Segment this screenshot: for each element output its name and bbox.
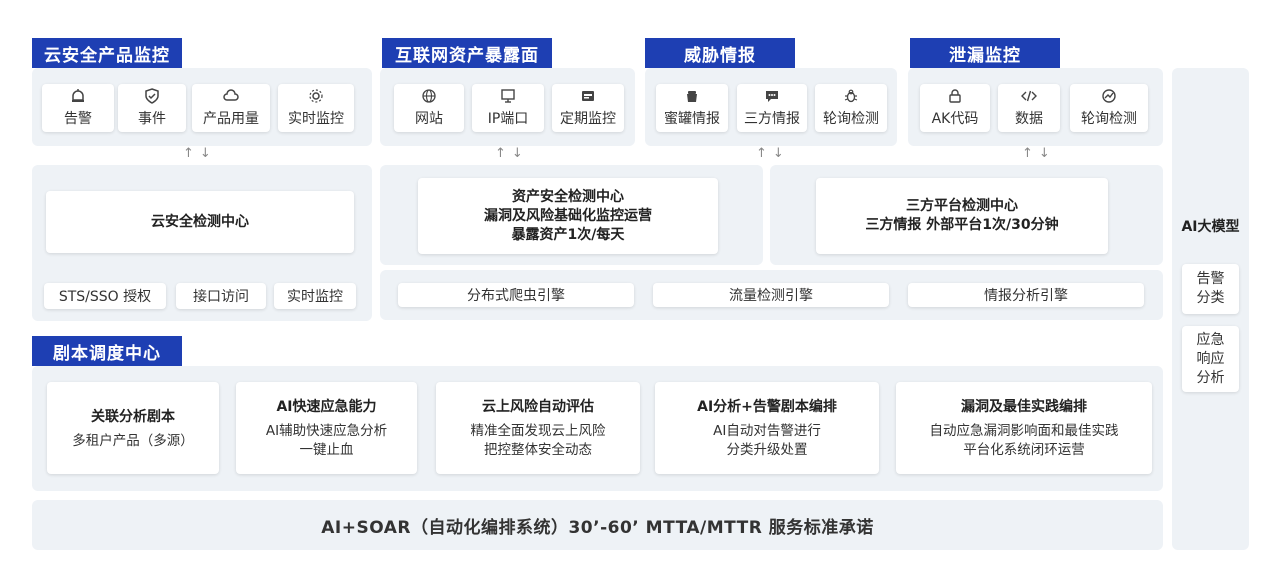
playbook-title-text: 云上风险自动评估 (482, 399, 594, 415)
playbook-title-text: 关联分析剧本 (91, 408, 175, 425)
arrows-cloud: ↑↓ (183, 146, 217, 161)
ai-item-line: 告警 (1196, 271, 1225, 287)
leak-monitor-title: 泄漏监控 (910, 38, 1060, 68)
card-label: 三方情报 (744, 111, 800, 127)
asset-center-line3: 暴露资产1次/每天 (511, 226, 625, 243)
card-third-intel[interactable]: 三方情报 (737, 84, 807, 132)
engine-intel[interactable]: 情报分析引擎 (908, 283, 1144, 307)
card-label: 轮询检测 (1081, 111, 1137, 127)
playbook-card[interactable]: AI分析+告警剧本编排 AI自动对告警进行 分类升级处置 (655, 382, 879, 474)
ai-item-line: 应急 (1196, 331, 1225, 348)
asset-center-line1: 资产安全检测中心 (512, 188, 624, 205)
playbook-title-text: AI快速应急能力 (276, 399, 377, 415)
asset-center-line2: 漏洞及风险基础化监控运营 (484, 207, 652, 224)
third-center-line2: 三方情报 外部平台1次/30分钟 (865, 217, 1059, 233)
cloud-icon (223, 88, 239, 104)
code-icon (1021, 88, 1037, 104)
alarm-icon (70, 88, 86, 104)
playbook-card[interactable]: 关联分析剧本 多租户产品（多源） (47, 382, 219, 474)
engine-crawler[interactable]: 分布式爬虫引擎 (398, 283, 634, 307)
monitor-gear-icon (308, 88, 324, 104)
bug-icon (843, 88, 859, 104)
ai-item-line: 响应 (1196, 350, 1225, 367)
playbook-desc: 分类升级处置 (726, 442, 808, 458)
card-label: 蜜罐情报 (664, 111, 720, 127)
asset-detect-center[interactable]: 资产安全检测中心 漏洞及风险基础化监控运营 暴露资产1次/每天 (418, 178, 718, 254)
playbook-desc: 精准全面发现云上风险 (470, 423, 606, 439)
card-data[interactable]: 数据 (998, 84, 1060, 132)
arrows-leak: ↑↓ (1022, 146, 1056, 161)
playbook-title-text: AI分析+告警剧本编排 (697, 399, 837, 415)
playbook-card[interactable]: AI快速应急能力 AI辅助快速应急分析 一键止血 (236, 382, 417, 474)
footer-banner: AI+SOAR（自动化编排系统）30’-60’ MTTA/MTTR 服务标准承诺 (32, 500, 1163, 550)
ai-emergency-analysis[interactable]: 应急 响应 分析 (1182, 326, 1239, 392)
card-website[interactable]: 网站 (394, 84, 464, 132)
sts-sso-auth[interactable]: STS/SSO 授权 (44, 283, 166, 309)
ai-item-line: 分析 (1196, 369, 1225, 386)
shield-check-icon (144, 88, 160, 104)
playbook-title-text: 漏洞及最佳实践编排 (961, 399, 1087, 415)
playbook-title: 剧本调度中心 (32, 336, 182, 366)
ai-alarm-classify[interactable]: 告警 分类 (1182, 264, 1239, 314)
card-label: IP端口 (487, 111, 529, 127)
playbook-desc: 平台化系统闭环运营 (963, 442, 1085, 458)
third-detect-center[interactable]: 三方平台检测中心 三方情报 外部平台1次/30分钟 (816, 178, 1108, 254)
ai-model-title: AI大模型 (1181, 219, 1240, 235)
card-label: 轮询检测 (823, 111, 879, 127)
card-realtime[interactable]: 实时监控 (278, 84, 354, 132)
threat-intel-title: 威胁情报 (645, 38, 795, 68)
lock-icon (947, 88, 963, 104)
card-polling-2[interactable]: 轮询检测 (1070, 84, 1148, 132)
card-honeypot[interactable]: 蜜罐情报 (656, 84, 728, 132)
ai-item-line: 分类 (1196, 290, 1225, 306)
playbook-desc: AI自动对告警进行 (713, 423, 821, 439)
server-icon (580, 88, 596, 104)
footer-text: AI+SOAR（自动化编排系统）30’-60’ MTTA/MTTR 服务标准承诺 (321, 517, 874, 538)
third-center-line1: 三方平台检测中心 (906, 198, 1018, 214)
realtime-monitor[interactable]: 实时监控 (274, 283, 356, 309)
card-label: 事件 (138, 111, 166, 127)
exposure-title: 互联网资产暴露面 (382, 38, 552, 68)
card-label: 实时监控 (288, 111, 344, 127)
cloud-monitor-title: 云安全产品监控 (32, 38, 182, 68)
cloud-detect-center[interactable]: 云安全检测中心 (46, 191, 354, 253)
card-polling-1[interactable]: 轮询检测 (815, 84, 887, 132)
playbook-desc: 把控整体安全动态 (484, 442, 592, 458)
playbook-desc: 多租户产品（多源） (72, 432, 194, 449)
card-label: 产品用量 (203, 111, 259, 127)
card-label: 数据 (1015, 111, 1043, 127)
playbook-desc: 自动应急漏洞影响面和最佳实践 (929, 423, 1119, 439)
card-ak-code[interactable]: AK代码 (920, 84, 990, 132)
footer-panel (32, 500, 1163, 550)
gauge-icon (1101, 88, 1117, 104)
playbook-desc: AI辅助快速应急分析 (265, 423, 388, 439)
card-periodic[interactable]: 定期监控 (552, 84, 624, 132)
card-event[interactable]: 事件 (118, 84, 186, 132)
card-usage[interactable]: 产品用量 (192, 84, 270, 132)
card-label: 定期监控 (560, 111, 616, 127)
playbook-card[interactable]: 漏洞及最佳实践编排 自动应急漏洞影响面和最佳实践 平台化系统闭环运营 (896, 382, 1152, 474)
cloud-detect-center-label: 云安全检测中心 (151, 213, 249, 230)
engine-traffic[interactable]: 流量检测引擎 (653, 283, 889, 307)
card-label: 网站 (415, 111, 443, 127)
chat-icon (764, 88, 780, 104)
honeypot-icon (684, 88, 700, 104)
card-label: AK代码 (931, 111, 979, 127)
arrows-exposure: ↑↓ (495, 146, 529, 161)
api-access[interactable]: 接口访问 (176, 283, 266, 309)
arrows-threat: ↑↓ (756, 146, 790, 161)
playbook-desc: 一键止血 (299, 442, 354, 458)
globe-icon (421, 88, 437, 104)
ip-icon (500, 88, 516, 104)
card-alarm[interactable]: 告警 (42, 84, 114, 132)
card-ip-port[interactable]: IP端口 (472, 84, 544, 132)
card-label: 告警 (64, 111, 92, 127)
playbook-card[interactable]: 云上风险自动评估 精准全面发现云上风险 把控整体安全动态 (436, 382, 640, 474)
